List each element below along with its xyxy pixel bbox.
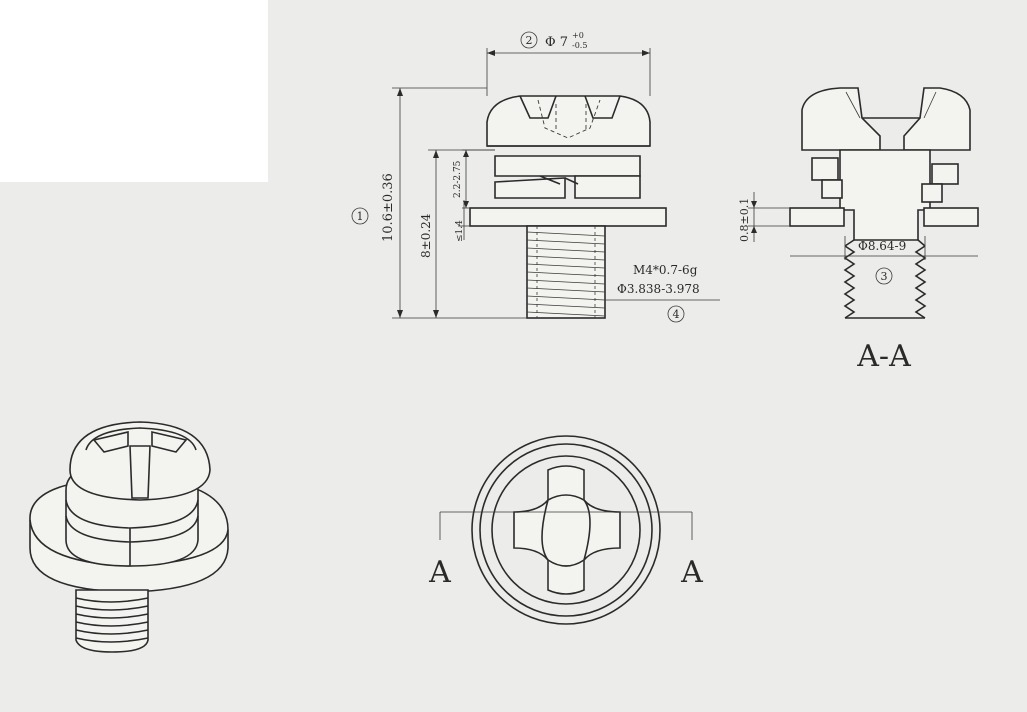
screw-head — [486, 95, 651, 147]
callout-3: 3 — [881, 270, 888, 283]
top-view: A A — [428, 435, 703, 625]
section-spring-right — [931, 163, 959, 185]
front-view: 2 Φ 7 +0 -0.5 1 10.6±0.36 8±0.24 — [351, 31, 720, 323]
section-view-a-a: Φ8.64-9 3 0.8±0.1 A-A — [738, 87, 979, 374]
head-diameter-tol-upper: +0 — [572, 31, 584, 40]
section-washer-right — [923, 207, 979, 227]
thread-spec-text: M4*0.7-6g — [633, 263, 698, 277]
flat-washer — [469, 207, 667, 227]
spring-washer-height-text: 2.2-2.75 — [453, 160, 463, 198]
cut-label-left: A — [428, 555, 451, 590]
section-diameter-text: Φ8.64-9 — [858, 239, 906, 253]
section-thickness-text: 0.8±0.1 — [738, 198, 751, 242]
threaded-shank — [526, 225, 606, 319]
isometric-view — [29, 421, 229, 653]
callout-2: 2 — [526, 34, 533, 47]
callout-1-circle — [351, 207, 369, 225]
thread-length-text: 8±0.24 — [419, 213, 433, 258]
dim-thread-length: 8±0.24 — [419, 149, 495, 318]
dim-section-diameter: Φ8.64-9 3 — [790, 236, 978, 285]
section-spring-left-1 — [811, 157, 839, 181]
spring-washer-top — [494, 155, 641, 177]
iso-recess-slot-front — [129, 445, 151, 499]
total-length-text: 10.6±0.36 — [381, 173, 396, 242]
dim-washer-thickness: ≤1.4 — [455, 200, 470, 242]
callout-2-circle — [520, 31, 538, 49]
section-head-right — [903, 87, 971, 151]
iso-thread — [75, 589, 149, 653]
blank-paper-area — [0, 0, 268, 182]
washer-thickness-text: ≤1.4 — [455, 220, 465, 242]
head-diameter-text: Φ 7 — [545, 35, 568, 50]
section-title: A-A — [856, 339, 911, 374]
head-diameter-tol-lower: -0.5 — [572, 41, 587, 50]
callout-4-circle — [667, 305, 685, 323]
dim-total-length: 1 10.6±0.36 — [351, 87, 527, 319]
callout-3-circle — [875, 267, 893, 285]
dim-section-thickness: 0.8±0.1 — [738, 192, 790, 242]
section-washer-left — [789, 207, 845, 227]
thread-spec-callout: M4*0.7-6g Φ3.838-3.978 4 — [605, 263, 720, 323]
cross-recess — [513, 465, 621, 595]
head-circle — [491, 455, 641, 605]
thread-major-diameter-text: Φ3.838-3.978 — [617, 282, 700, 296]
callout-1: 1 — [357, 210, 364, 223]
section-shank — [839, 149, 931, 241]
section-head-left — [801, 87, 881, 151]
callout-4: 4 — [673, 308, 680, 321]
dim-head-diameter: 2 Φ 7 +0 -0.5 — [486, 31, 651, 96]
dim-spring-washer: 2.2-2.75 — [453, 149, 495, 209]
washer-outer-circle — [471, 435, 661, 625]
cut-label-right: A — [680, 555, 703, 590]
iso-recess-slot-left — [92, 430, 129, 453]
